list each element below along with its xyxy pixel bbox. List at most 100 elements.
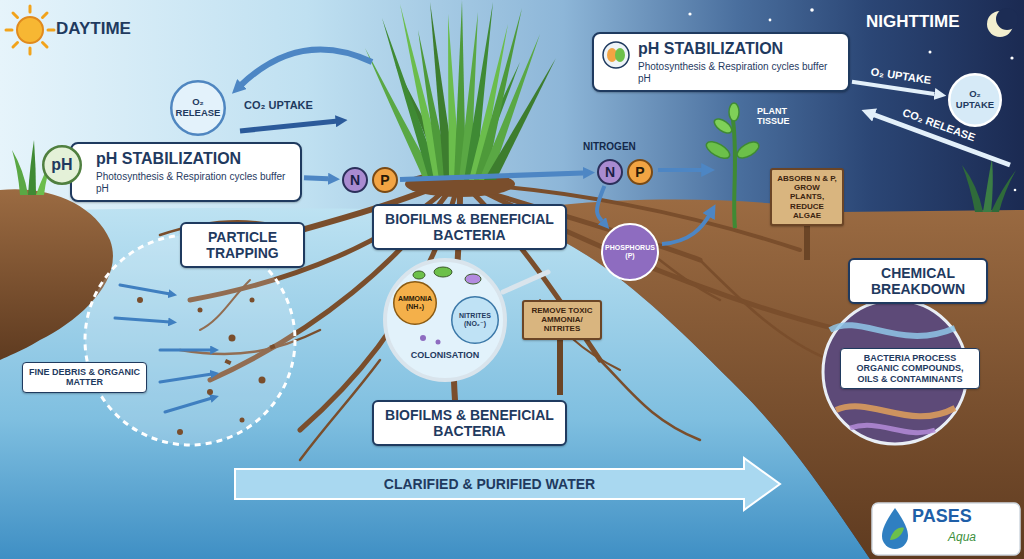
nutrient-circle: P [372,167,398,193]
node-heading: PARTICLE TRAPPING [188,229,297,261]
co2-arrow [240,121,338,131]
flow-band-shape [235,458,780,510]
root [600,360,700,440]
oxygen-bubble-shape [171,81,225,135]
node-heading: FINE DEBRIS & ORGANIC MATTER [28,367,141,388]
uptake-arrow [658,168,704,172]
phosphorus-circle: PHOSPHORUS (P) [601,223,659,281]
plant-leaf [729,103,739,121]
water-flow-arrows [115,285,212,412]
process-box: BIOFILMS & BENEFICIAL BACTERIA [372,204,567,250]
node-heading: pH STABILIZATION [638,40,838,58]
sign-post [557,340,563,395]
magnifier-handle [503,272,548,292]
node-heading: AMMONIA (NH₃) [396,295,434,311]
contaminant-swirl [850,425,935,432]
magnifier-circle: COLONISATIONAMMONIA (NH₃)NITRITES (NO₂⁻) [383,258,507,382]
ph-icon: pH [42,145,82,185]
process-box: PARTICLE TRAPPING [180,222,305,268]
node-heading: BACTERIA PROCESS ORGANIC COMPOUNDS, OILS… [846,353,974,384]
bacterium [436,340,441,345]
flow-band: CLARIFIED & PURIFIED WATER [235,463,780,505]
arrow-label: CO₂ UPTAKE [244,99,313,112]
node-heading: O₂ RELEASE [173,97,223,119]
debris [198,308,203,313]
nutrient-circle: N [597,159,623,185]
logo-plate [872,503,1020,555]
nutrient-circle-shape [598,160,622,184]
star [1010,56,1013,59]
info-box: pH STABILIZATION Photosynthesis & Respira… [70,142,302,202]
plant-label: PLANT TISSUE [757,106,809,127]
nutrient-circle-shape [343,168,367,192]
grass-blade [484,58,556,180]
debris [259,377,266,384]
logo-leaf [890,528,904,541]
star [810,8,814,12]
root [300,360,380,460]
star [1014,189,1017,192]
icon-ring [603,42,629,68]
cycle-icon [601,40,631,70]
debris-particles [137,297,276,435]
debris [240,418,245,423]
magnifier-circle-shape [385,260,505,380]
logo-text: Aqua [948,531,976,545]
flow-connector [400,173,583,180]
flow-arrow [160,349,212,352]
node-heading: CLARIFIED & PURIFIED WATER [384,476,595,492]
node-heading: pH STABILIZATION [96,150,290,168]
node-heading: CHEMICAL BREAKDOWN [856,265,980,297]
node-heading: COLONISATION [400,350,490,360]
soil-ground [560,200,1024,559]
oxygen-bubble: O₂ UPTAKE [948,73,1002,127]
grass-blade [12,150,28,195]
node-heading: ABSORB N & P, GROW PLANTS, REDUCE ALGAE [776,174,838,220]
bacterium [434,267,452,277]
sign-board: ABSORB N & P, GROW PLANTS, REDUCE ALGAE [770,168,844,226]
node-body: Photosynthesis & Respiration cycles buff… [638,61,838,84]
logo-drop [882,508,908,549]
nutrient-circle: N [342,167,368,193]
star [688,12,691,15]
node-heading: P [629,164,651,180]
process-box: BIOFILMS & BENEFICIAL BACTERIA [372,400,567,446]
debris [207,389,213,395]
oxygen-arrow [240,49,372,86]
debris [229,335,236,342]
debris [224,359,231,365]
time-label: DAYTIME [56,19,131,39]
oxygen-bubble: O₂ RELEASE [170,80,226,136]
uptake-arrow [662,214,710,244]
info-box: pH STABILIZATION Photosynthesis & Respira… [592,32,850,92]
debris [177,429,183,435]
nutrient-circle-shape [373,168,397,192]
plant-leaf [704,138,733,161]
nutrient-circle: P [627,159,653,185]
arrow-label: CO₂ RELEASE [901,106,977,144]
flow-arrow [160,374,212,382]
grass-blade [983,158,993,212]
node-heading: N [344,172,366,188]
note-box: FINE DEBRIS & ORGANIC MATTER [22,362,147,393]
bacterium [413,271,425,279]
debris [250,298,255,303]
bacterium [420,335,426,341]
phosphorus-circle-shape [602,224,658,280]
node-body: Photosynthesis & Respiration cycles buff… [96,171,290,194]
moon-shadow [996,8,1018,30]
star [769,19,772,22]
compound-circle-shape [452,297,499,344]
plant-stem [733,120,735,228]
node-heading: N [599,164,621,180]
star [929,51,932,54]
sun [17,17,43,43]
contaminant-swirl [830,325,955,336]
node-heading: O₂ UPTAKE [952,89,998,111]
process-box: CHEMICAL BREAKDOWN [848,258,988,304]
node-heading: BIOFILMS & BENEFICIAL BACTERIA [382,407,557,439]
sun-rays [6,6,54,54]
